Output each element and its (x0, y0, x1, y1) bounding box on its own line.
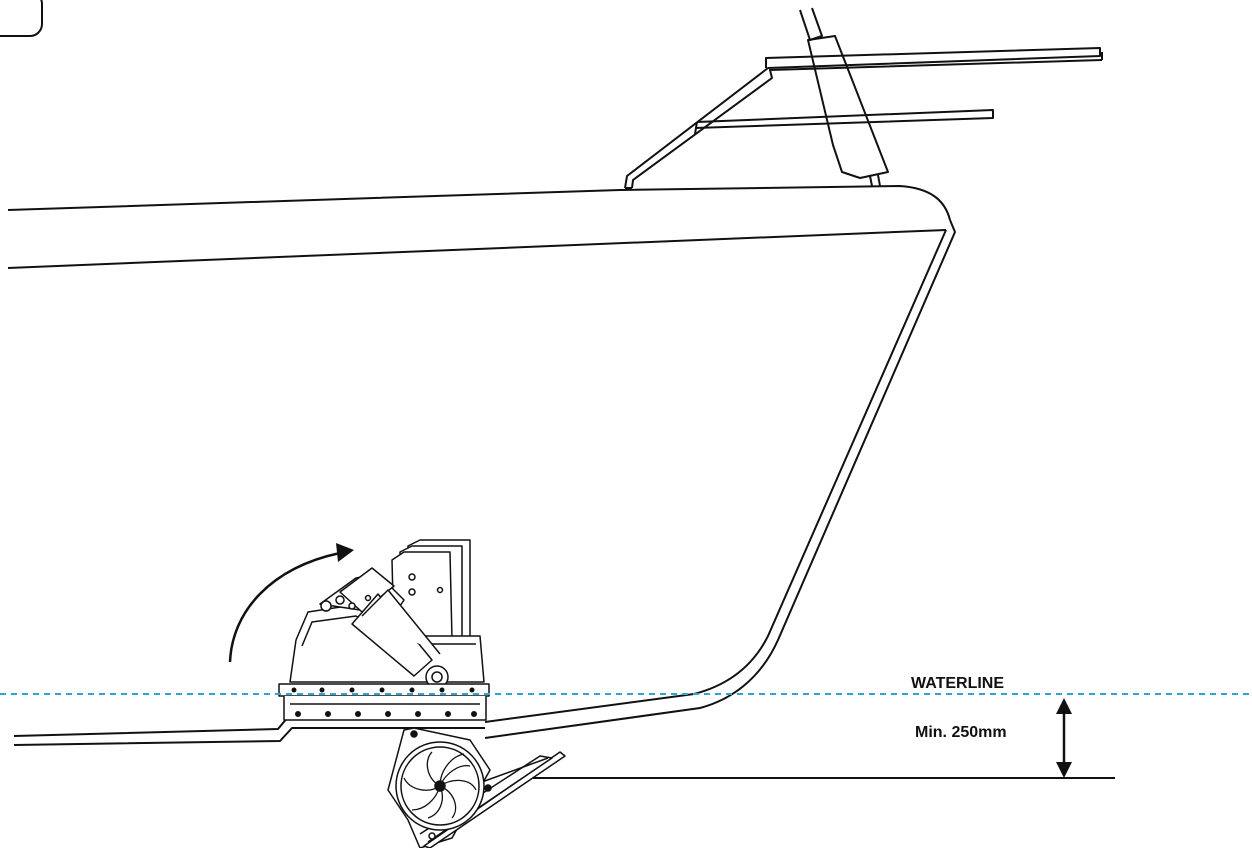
double-arrow-icon (1056, 698, 1072, 778)
curved-arrow-icon (228, 543, 354, 663)
hull-keel-lower (13, 727, 485, 746)
bow-rail (624, 7, 1103, 189)
hull-stem-inner (484, 229, 947, 723)
hull-stem-outer (484, 219, 956, 739)
hull (7, 185, 1115, 779)
hull-deck-line (7, 185, 951, 221)
corner-badge (0, 0, 43, 37)
thruster-unit (278, 539, 490, 721)
hull-sheer-line (7, 229, 947, 269)
min-depth-label: Min. 250mm (915, 724, 1007, 741)
waterline-label: WATERLINE (911, 675, 1004, 692)
thruster-propeller (387, 727, 566, 848)
